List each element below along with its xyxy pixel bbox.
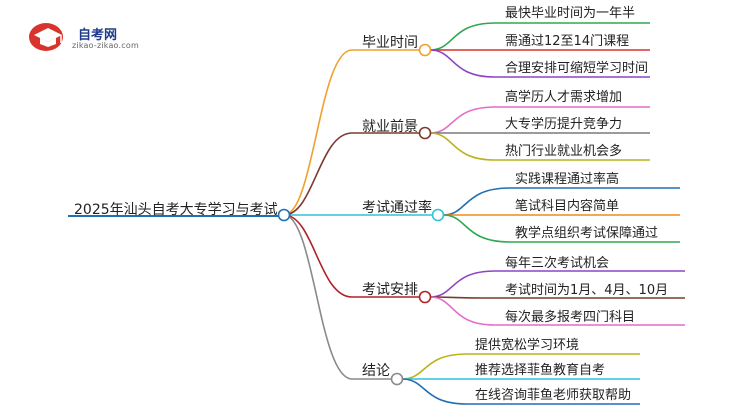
root-to-branch-link-0 [283, 49, 353, 216]
branch-graduation-time: 毕业时间 [362, 35, 418, 51]
leaf-written-exam: 笔试科目内容简单 [515, 199, 620, 214]
leaf-practice-pass-rate: 实践课程通过率高 [515, 172, 620, 187]
branch-conclusion: 结论 [362, 363, 390, 379]
site-logo: 自考网 zikao-zikao.com [28, 18, 168, 52]
leaf-online-consult: 在线咨询菲鱼老师获取帮助 [475, 388, 632, 403]
branch-node-4 [390, 372, 404, 386]
leaf-link-3-1 [429, 296, 685, 299]
leaf-link-4-0 [401, 353, 640, 380]
branch-node-1 [418, 126, 432, 140]
root-to-branch-link-3 [283, 214, 353, 298]
branch-exam-schedule: 考试安排 [362, 282, 418, 298]
leaf-link-0-0 [429, 22, 650, 51]
logo-subtitle: zikao-zikao.com [72, 41, 139, 50]
leaf-competitiveness: 大专学历提升竞争力 [505, 117, 623, 132]
leaf-link-1-0 [429, 106, 650, 134]
leaf-exam-months: 考试时间为1月、4月、10月 [505, 283, 669, 298]
root-to-branch-link-4 [283, 214, 353, 380]
leaf-job-opportunities: 热门行业就业机会多 [505, 144, 623, 159]
leaf-shorten-study: 合理安排可缩短学习时间 [505, 61, 649, 76]
leaf-course-count: 需通过12至14门课程 [505, 34, 630, 49]
leaf-link-2-2 [442, 214, 680, 243]
leaf-link-0-2 [429, 49, 650, 78]
leaf-link-2-0 [442, 187, 680, 216]
leaf-recommend-feiyu: 推荐选择菲鱼教育自考 [475, 363, 606, 378]
leaf-link-1-2 [429, 132, 650, 161]
logo-title: 自考网 [78, 28, 118, 43]
leaf-link-3-0 [429, 270, 685, 298]
branch-pass-rate: 考试通过率 [362, 200, 432, 216]
leaf-three-exams: 每年三次考试机会 [505, 256, 610, 271]
branch-node-3 [418, 290, 432, 304]
graduation-cap-icon [29, 23, 63, 51]
leaf-talent-demand: 高学历人才需求增加 [505, 90, 623, 105]
leaf-fastest-graduation: 最快毕业时间为一年半 [505, 6, 636, 21]
root-to-branch-link-1 [283, 132, 353, 216]
leaf-link-4-2 [401, 378, 640, 405]
branch-node-0 [418, 43, 432, 57]
leaf-max-subjects: 每次最多报考四门科目 [505, 310, 636, 325]
root-node [277, 208, 291, 222]
branch-node-2 [431, 208, 445, 222]
leaf-exam-guarantee: 教学点组织考试保障通过 [515, 226, 659, 241]
root-topic: 2025年汕头自考大专学习与考试 [74, 202, 278, 218]
leaf-learning-environment: 提供宽松学习环境 [475, 338, 580, 353]
branch-employment-prospects: 就业前景 [362, 119, 418, 135]
leaf-link-3-2 [429, 296, 685, 326]
